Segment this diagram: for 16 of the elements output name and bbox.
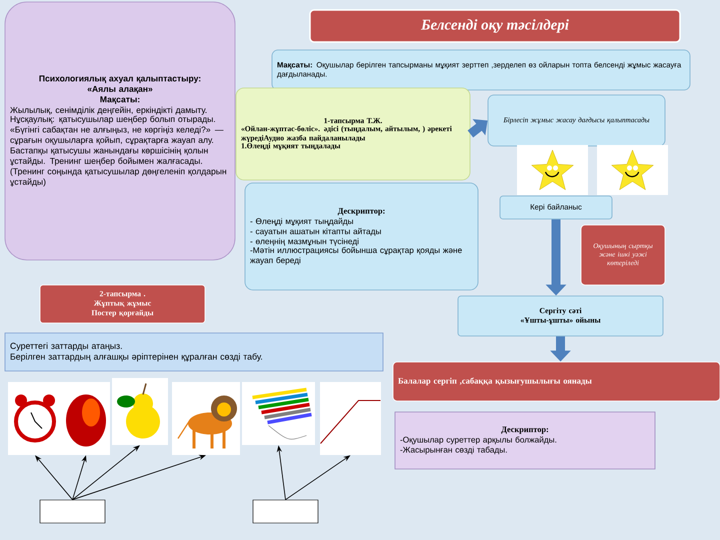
title-banner: Белсенді оқу тәсілдері	[309, 9, 681, 43]
answer-box	[40, 500, 106, 524]
apple-drawing	[62, 382, 110, 455]
descriptor-box: Дескриптор: - Өлеңді мұқият тыңдайды - сауатын ашатын кітапты айтады - өлеңнің мазмұнын түсінеді -Мәтін иллюстрациясы бойынша сұрақтар қояды және жауап береді	[244, 182, 478, 290]
instruction-box: Психологиялық ахуал қалыптастыру: «Аялы алақан» Мақсаты: Жылылық, сенімділік деңгейін, еркіндікті дамыту. Нұсқаулық: қатысушылар шеңбер болып отырады. «Бүгінгі сабақтан не алғыңыз, не көргіңіз келеді?» — сұрағын оқушыларға қойып, сұрақтарға жауап алу. Бастапқы қатысушы жанындағы көршісінің қолын ұстайды. Тренинг шеңбер бойымен жалғасады. (Тренинг соңында қатысушылар дөңгеленіп қолдарын ұстайды)	[4, 2, 236, 260]
pear-drawing	[112, 378, 168, 445]
lion-drawing	[172, 382, 240, 455]
pencils-drawing	[242, 382, 315, 445]
smiley-star-drawing	[517, 145, 588, 195]
descriptor-box: Дескриптор: -Оқушылар суреттер арқылы болжайды. -Жасырынған сөзді табады.	[394, 412, 656, 470]
instruction-banner: Суреттегі заттарды атаңыз. Берілген заттардың алғашқы әріптерінен құралған сөзді табу.	[4, 332, 384, 372]
smiley-star-drawing	[597, 145, 668, 195]
alarm-clock-drawing	[8, 382, 62, 455]
line-graph-drawing	[320, 382, 381, 455]
outcome-banner: Балалар сергіп ,сабаққа қызығушылығы оянады	[392, 362, 720, 402]
answer-box	[252, 500, 318, 524]
